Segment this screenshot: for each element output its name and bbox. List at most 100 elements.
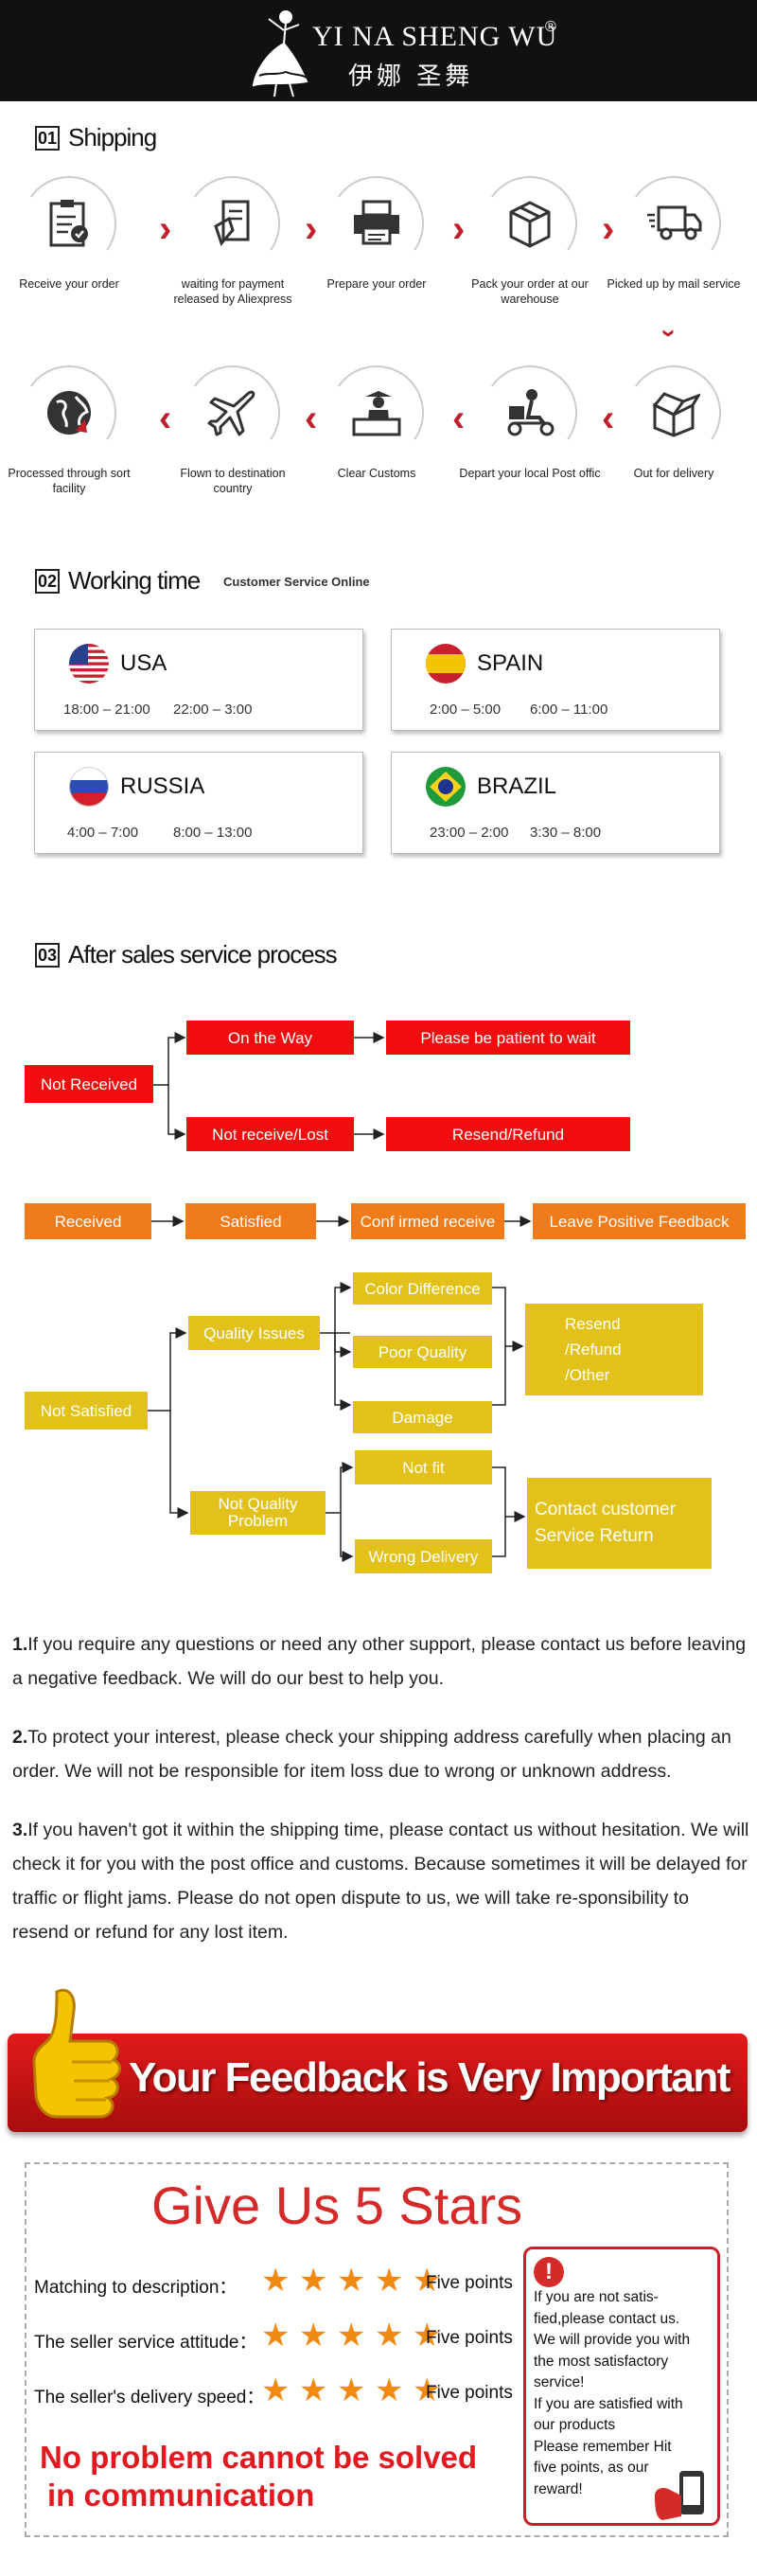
country-name: BRAZIL [477,773,557,799]
brand-header [0,0,757,101]
hours-range-2: 6:00 – 11:00 [530,702,608,718]
payment-card-icon [195,186,271,261]
star-icon: ★ [413,2263,442,2299]
step-label: Prepare your order [326,277,427,291]
color-difference-box: Color Difference [353,1272,492,1305]
not-quality-problem-box: Not Quality Problem [190,1491,326,1535]
received-box: Received [25,1203,151,1239]
star-icon: ★ [337,2263,366,2299]
note-line: We will provide you with [534,2332,691,2348]
star-icon: ★ [413,2318,442,2354]
exclamation-icon: ! [534,2257,564,2287]
star-icon: ★ [375,2318,404,2354]
shipping-step: waiting for payment released by Aliexpre… [162,169,304,318]
note-number: 2. [12,1727,28,1748]
note-line: service! [534,2374,585,2390]
shipping-step: Picked up by mail service [603,169,745,318]
hours-range-2: 22:00 – 3:00 [173,702,253,718]
shipping-step: Depart your local Post offic [459,358,601,507]
hours-range-2: 8:00 – 13:00 [173,825,253,841]
step-label: Pack your order at our warehouse [471,277,589,306]
poor-quality-box: Poor Quality [353,1336,492,1368]
hand-phone-icon [655,2471,704,2520]
delivery-truck-icon [636,186,712,261]
chevron-down-icon: › [655,329,685,338]
section-title-after-sales: After sales service process [68,940,338,968]
not-quality-line: Problem [227,1512,289,1530]
feedback-banner [8,2034,748,2132]
stars-title: Give Us 5 Stars [151,2176,523,2235]
thumbs-up-icon [32,1988,121,2119]
note-3: 3.If you haven't got it within the shipp… [12,1813,750,1949]
note-line: the most satisfactory [534,2353,669,2370]
country-name: RUSSIA [120,773,205,799]
russia-flag-icon [69,767,109,807]
section-title-working-time: Working time [68,566,201,595]
satisfaction-note-text: If you are not satis-fied,please contact… [534,2287,715,2500]
star-icon: ★ [261,2318,290,2354]
step-label: Picked up by mail service [607,277,741,291]
step-label: Receive your order [19,277,119,291]
step-label: Out for delivery [633,467,714,480]
star-icon: ★ [337,2318,366,2354]
resend-refund-box: Resend/Refund [386,1117,630,1151]
resend-refund-other-box: Resend /Refund /Other [525,1304,703,1395]
not-quality-line: Not Quality [218,1495,298,1513]
star-icon: ★ [375,2372,404,2408]
clipboard-check-icon [31,186,107,261]
flow-connectors [148,1032,532,1562]
note-text: If you require any questions or need any… [12,1634,747,1689]
shipping-step: Out for delivery [603,358,745,507]
contact-service-return-box: Contact customer Service Return [527,1478,712,1569]
star-icon: ★ [261,2263,290,2299]
wrong-delivery-box: Wrong Delivery [355,1539,492,1573]
resend-option: Resend [565,1315,621,1333]
rating-points: Five points [426,2383,513,2403]
chevron-right-icon: › [602,208,615,250]
hours-card-russia: RUSSIA 4:00 – 7:00 8:00 – 13:00 [34,752,363,854]
stars-box [25,2162,729,2537]
hours-range-1: 23:00 – 2:00 [430,825,509,841]
slogan-line-2: in communication [47,2478,315,2513]
rating-label: The seller's delivery speed： [34,2388,265,2407]
section-subtitle: Customer Service Online [223,575,370,589]
not-received-box: Not Received [25,1065,153,1103]
hours-card-usa: USA 18:00 – 21:00 22:00 – 3:00 [34,629,363,731]
registered-mark: ® [545,19,556,35]
hours-card-brazil: BRAZIL 23:00 – 2:00 3:30 – 8:00 [391,752,720,854]
note-line: our products [534,2417,616,2433]
step-label: Clear Customs [337,467,416,480]
airplane-icon [195,375,271,451]
shipping-step: Receive your order [0,169,140,318]
customs-officer-icon [339,375,414,451]
leave-feedback-box: Leave Positive Feedback [533,1203,746,1239]
chevron-left-icon: ‹ [305,398,318,439]
note-line: If you are satisfied with [534,2395,683,2412]
rating-points: Five points [426,2273,513,2293]
note-2: 2.To protect your interest, please check… [12,1720,750,1788]
hours-range-1: 4:00 – 7:00 [67,825,139,841]
shipping-step: Processed through sort facility [0,358,140,507]
brazil-flag-icon [426,767,466,807]
country-name: USA [120,650,167,676]
shipping-step: Pack your order at our warehouse [459,169,601,318]
globe-icon [31,375,107,451]
note-line: If you are not satis- [534,2289,659,2305]
open-box-icon [636,375,712,451]
satisfied-box: Satisfied [185,1203,316,1239]
step-label: Flown to destination country [180,467,286,495]
brand-name-chinese: 伊娜 圣舞 [348,62,474,91]
star-icon: ★ [299,2318,328,2354]
step-label: waiting for payment released by Aliexpre… [173,277,292,306]
courier-scooter-icon [492,375,568,451]
dancer-logo-icon [252,10,308,98]
quality-issues-box: Quality Issues [188,1316,320,1350]
step-label: Processed through sort facility [8,467,131,495]
hours-range-1: 18:00 – 21:00 [63,702,150,718]
printer-icon [339,186,414,261]
star-icon: ★ [413,2372,442,2408]
satisfaction-note-box: ! If you are not satis-fied,please conta… [523,2247,720,2526]
note-number: 3. [12,1820,28,1840]
note-text: If you haven't got it within the shippin… [12,1820,749,1943]
section-number: 03 [35,943,60,968]
